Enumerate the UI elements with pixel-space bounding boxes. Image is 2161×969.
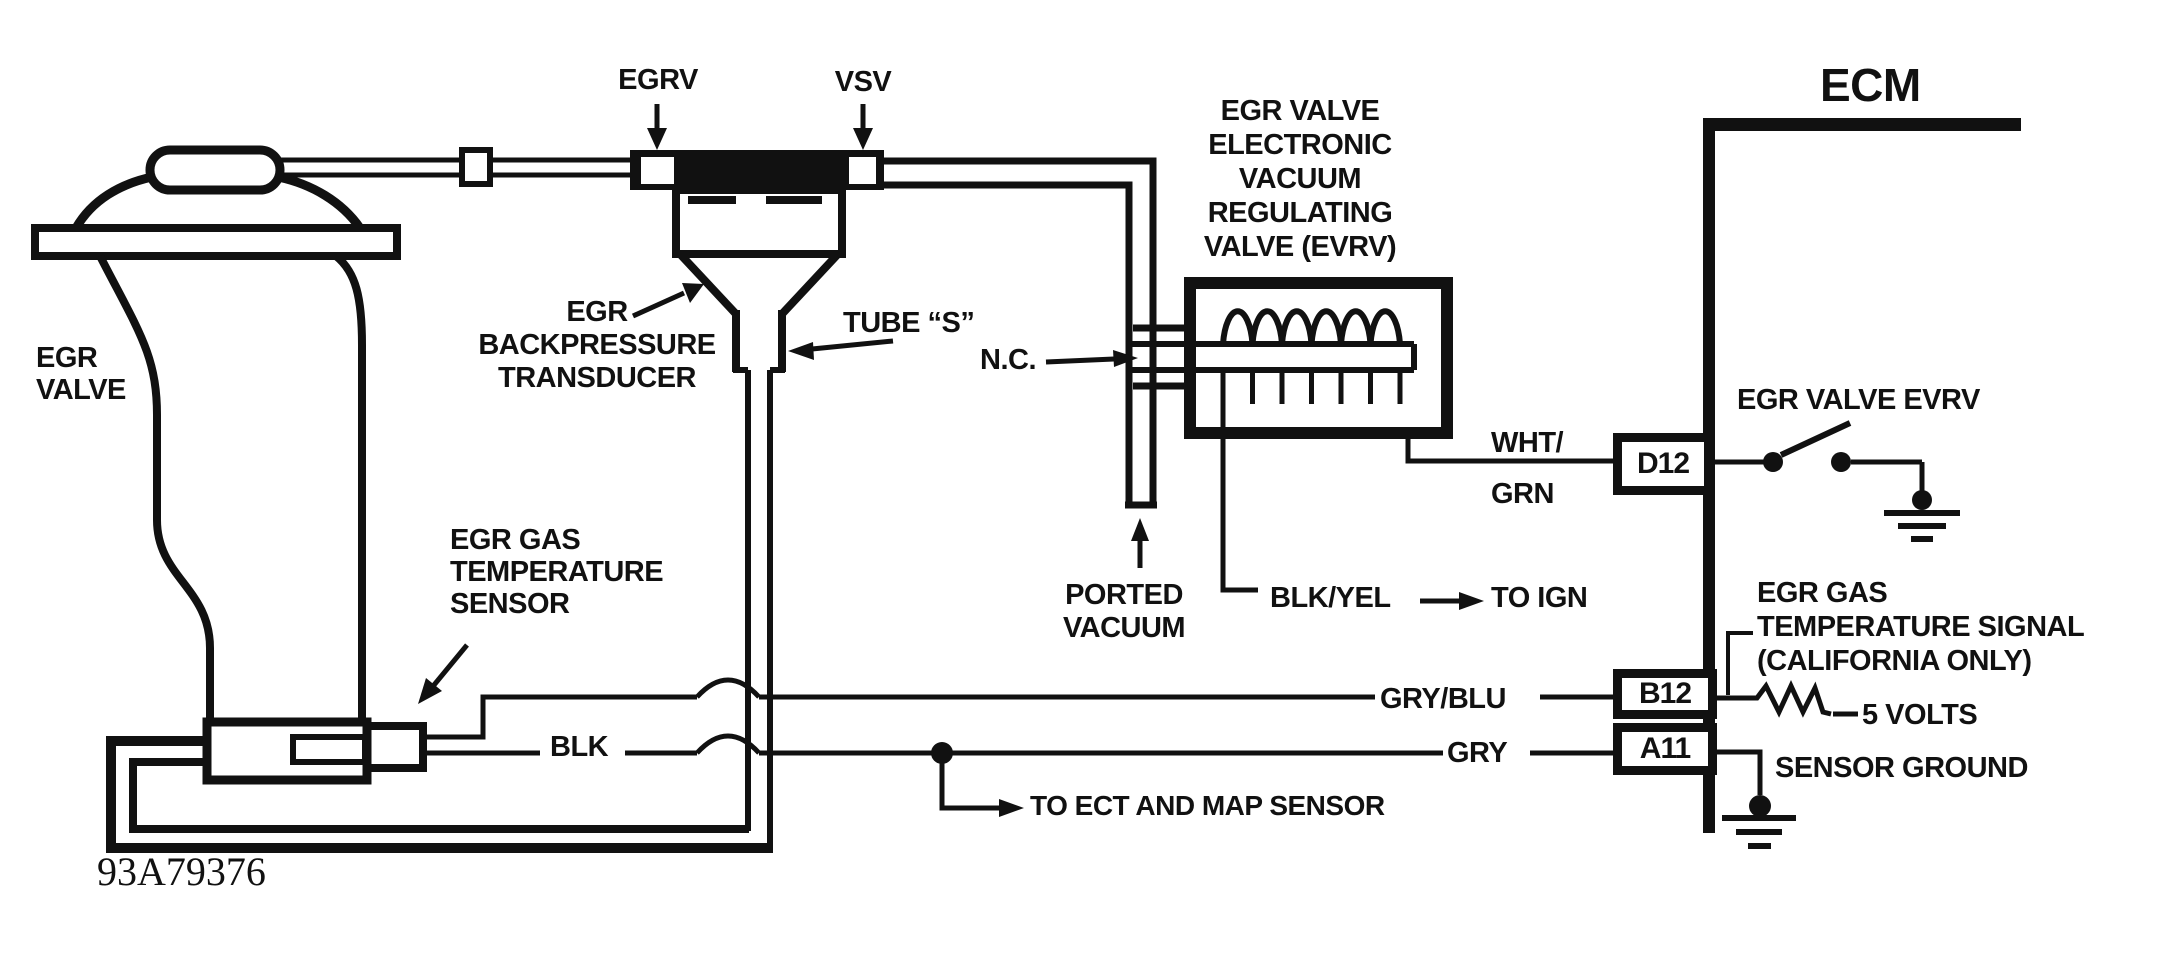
label-gry: GRY: [1447, 737, 1508, 769]
temp-sensor-arrow: [418, 643, 469, 704]
signal-leader-line: [1726, 631, 1753, 695]
label-wht-grn: WHT/ GRN: [1491, 427, 1564, 510]
label-tube-s: TUBE “S”: [843, 307, 975, 339]
egr-gas-temp-sensor-housing: [202, 717, 427, 785]
hose-connector: [459, 147, 493, 187]
label-to-ign: TO IGN: [1491, 582, 1588, 614]
ground-symbol: [1722, 815, 1796, 849]
pin-b12: B12: [1613, 669, 1717, 719]
label-gry-blu: GRY/BLU: [1380, 683, 1506, 715]
label-egr-valve-evrv: EGR VALVE EVRV: [1737, 384, 1980, 416]
evrv-solenoid: [1129, 277, 1453, 439]
label-sensor-ground: SENSOR GROUND: [1775, 752, 2028, 784]
egr-valve-body: [31, 145, 401, 724]
backpressure-arrow: [631, 283, 704, 319]
valve-top-fitting: [145, 145, 285, 195]
label-five-volts: 5 VOLTS: [1862, 699, 1978, 731]
label-egr-valve: EGR VALVE: [36, 342, 126, 406]
vsv-port: [849, 157, 876, 184]
evrv-box: [1184, 277, 1453, 439]
label-egrv: EGRV: [618, 64, 698, 96]
s-tube-and-duct: [106, 370, 773, 853]
temp-signal-circuit: [1717, 631, 1858, 718]
tube-s-arrow: [788, 338, 894, 360]
pin-a11: A11: [1613, 723, 1717, 775]
label-nc: N.C.: [980, 344, 1037, 376]
nc-arrow: [1045, 350, 1138, 367]
vsv-pipe: [880, 157, 1192, 509]
ground-symbol: [1884, 510, 1960, 542]
label-egr-gas-signal: EGR GAS TEMPERATURE SIGNAL (CALIFORNIA O…: [1757, 577, 2085, 677]
label-to-ect-map: TO ECT AND MAP SENSOR: [1030, 790, 1385, 821]
callout-arrows: [418, 104, 1484, 817]
solenoid-coil: [1220, 308, 1403, 345]
label-backpressure-transducer: EGR BACKPRESSURE TRANSDUCER: [478, 296, 716, 394]
pin-d12: D12: [1613, 433, 1713, 495]
egrv-hose: [278, 147, 640, 187]
label-evrv-title: EGR VALVE ELECTRONIC VACUUM REGULATING V…: [1203, 95, 1397, 263]
resistor: [1717, 680, 1832, 718]
label-ecm: ECM: [1820, 59, 1921, 111]
egrv-arrow: [647, 104, 667, 150]
label-blk: BLK: [550, 731, 609, 763]
egrv-port: [641, 157, 674, 184]
figure-number: 93A79376: [97, 849, 266, 894]
backpressure-transducer: [630, 150, 884, 373]
wires: [423, 370, 1620, 811]
ported-vacuum-arrow: [1131, 518, 1149, 568]
vsv-arrow: [853, 104, 873, 150]
to-ign-arrow: [1420, 592, 1484, 610]
label-blk-yel: BLK/YEL: [1270, 582, 1391, 614]
to-ect-arrow: [999, 799, 1024, 817]
evrv-driver-switch: [1713, 420, 1960, 542]
label-egr-gas-temp-sensor: EGR GAS TEMPERATURE SENSOR: [450, 524, 664, 620]
label-ported-vacuum: PORTED VACUUM: [1062, 579, 1186, 644]
label-vsv: VSV: [834, 66, 892, 98]
sensor-ground-circuit: [1713, 749, 1796, 849]
valve-flange: [31, 224, 401, 260]
